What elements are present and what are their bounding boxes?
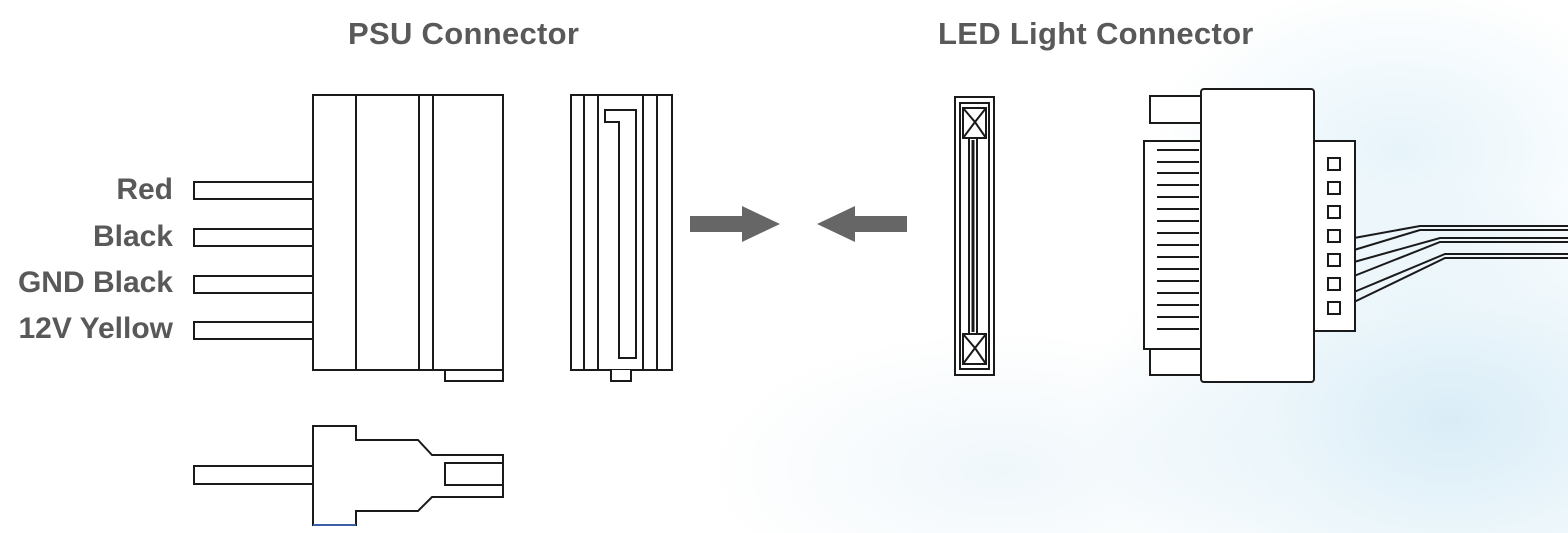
led-connector-strain-relief bbox=[1313, 140, 1356, 332]
led-connector-side-view bbox=[1143, 88, 1568, 383]
wire-label-12v-yellow: 12V Yellow bbox=[18, 312, 173, 345]
psu-connector-top-view bbox=[193, 425, 504, 526]
wire-label-gnd-black: GND Black bbox=[17, 266, 173, 299]
psu-connector-title: PSU Connector bbox=[348, 16, 580, 51]
led-connector-front-view bbox=[954, 96, 995, 376]
led-connector-wires bbox=[1353, 225, 1568, 303]
wire-stub-red bbox=[193, 181, 314, 200]
arrow-left-icon bbox=[817, 206, 907, 242]
psu-connector-body bbox=[312, 94, 504, 371]
wire-stub-black bbox=[193, 228, 314, 247]
psu-connector-slot bbox=[604, 109, 637, 359]
wire-label-black: Black bbox=[92, 220, 173, 253]
psu-connector-front-view bbox=[570, 94, 673, 382]
plug-tip bbox=[444, 462, 504, 486]
plug-wire bbox=[193, 465, 314, 485]
psu-connector-latch bbox=[444, 369, 504, 382]
psu-connector-key bbox=[610, 370, 632, 382]
led-connector-title: LED Light Connector bbox=[938, 16, 1254, 51]
wire-stub-gnd-black bbox=[193, 275, 314, 294]
arrow-right-icon bbox=[690, 206, 780, 242]
wire-stub-12v-yellow bbox=[193, 321, 314, 340]
led-connector-body bbox=[1200, 88, 1315, 383]
wire-label-red: Red bbox=[116, 173, 173, 206]
psu-connector-side-view bbox=[193, 94, 504, 382]
